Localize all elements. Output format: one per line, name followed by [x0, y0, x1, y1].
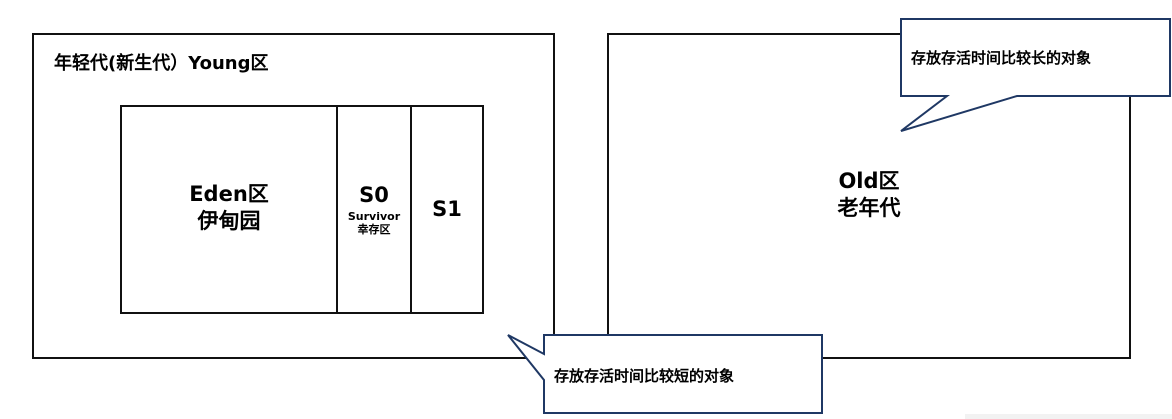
- s0-box: [336, 105, 412, 314]
- young-callout-bubble: [507, 334, 823, 414]
- old-generation-label: Old区 老年代: [607, 168, 1131, 222]
- old-callout-bubble: [900, 18, 1171, 132]
- s1-label: S1: [432, 197, 462, 221]
- s1-box: [410, 105, 484, 314]
- old-label-en: Old区: [838, 169, 900, 193]
- s0-sublabel-en: Survivor: [347, 210, 401, 223]
- young-callout-text: 存放存活时间比较短的对象: [554, 367, 735, 385]
- s0-label: S0: [359, 183, 389, 207]
- old-callout-text: 存放存活时间比较长的对象: [911, 49, 1092, 67]
- eden-label-cn: 伊甸园: [197, 209, 261, 233]
- eden-label-en: Eden区: [189, 182, 269, 206]
- eden-label: Eden区 伊甸园: [120, 181, 338, 235]
- old-label-cn: 老年代: [837, 196, 901, 220]
- s0-sublabel-cn: 幸存区: [357, 223, 391, 236]
- eden-box: [120, 105, 338, 314]
- young-generation-title: 年轻代(新生代）Young区: [54, 53, 269, 74]
- s0-sublabel: Survivor 幸存区: [336, 210, 412, 236]
- corner-shade: [965, 414, 1172, 419]
